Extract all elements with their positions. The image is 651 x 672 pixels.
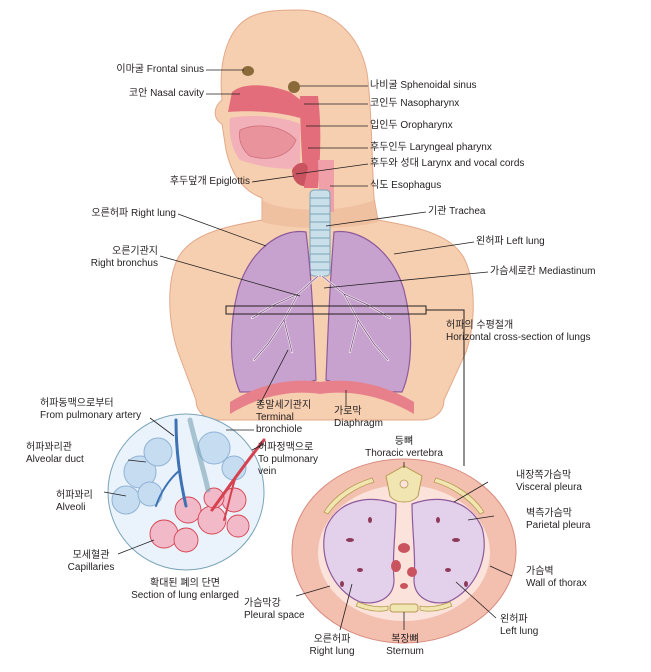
label-nasopharynx: 코인두 Nasopharynx xyxy=(370,98,460,109)
leader-lines xyxy=(103,69,513,631)
bronchial-tree-outline xyxy=(251,275,391,361)
sternum xyxy=(389,603,419,613)
tongue xyxy=(239,125,297,159)
cs-mediastinum-vessels xyxy=(391,543,417,589)
label-nasal-cavity: 코안 Nasal cavity xyxy=(128,88,204,99)
label-laryngeal-pharynx: 후두인두 Laryngeal pharynx xyxy=(370,142,492,153)
label-esophagus: 식도 Esophagus xyxy=(370,180,442,191)
diaphragm xyxy=(230,380,414,414)
pulmonary-vessels xyxy=(155,417,266,521)
trachea xyxy=(309,189,331,277)
right-lung xyxy=(230,230,317,393)
cross-section-ribs xyxy=(323,477,485,612)
vertebral-canal xyxy=(399,479,409,489)
label-left-lung: 왼허파 Left lung xyxy=(476,236,545,247)
frontal-sinus xyxy=(242,66,254,76)
label-larynx: 후두와 성대 Larynx and vocal cords xyxy=(370,158,525,169)
label-frontal-sinus: 이마굴 Frontal sinus xyxy=(116,64,204,75)
label-sphenoidal-sinus: 나비굴 Sphenoidal sinus xyxy=(370,80,477,91)
alveoli-clusters-blue xyxy=(111,431,247,515)
sphenoidal-sinus xyxy=(288,81,300,93)
label-oropharynx: 입인두 Oropharynx xyxy=(370,120,453,131)
label-right-lung: 오른허파 Right lung xyxy=(91,208,176,219)
label-mediastinum: 가슴세로칸 Mediastinum xyxy=(490,266,596,277)
left-lung xyxy=(325,230,412,393)
nasal-cavity xyxy=(228,85,306,118)
label-epiglottis: 후두덮개 Epiglottis xyxy=(169,176,250,187)
cs-left-lung-shape xyxy=(411,498,485,604)
epiglottis xyxy=(292,162,308,186)
trachea-rings xyxy=(310,197,330,271)
label-trachea: 기관 Trachea xyxy=(428,206,486,217)
cross-section-connector xyxy=(426,309,465,466)
cs-lung-bronchi xyxy=(340,517,468,587)
cs-right-lung-shape xyxy=(323,498,397,604)
